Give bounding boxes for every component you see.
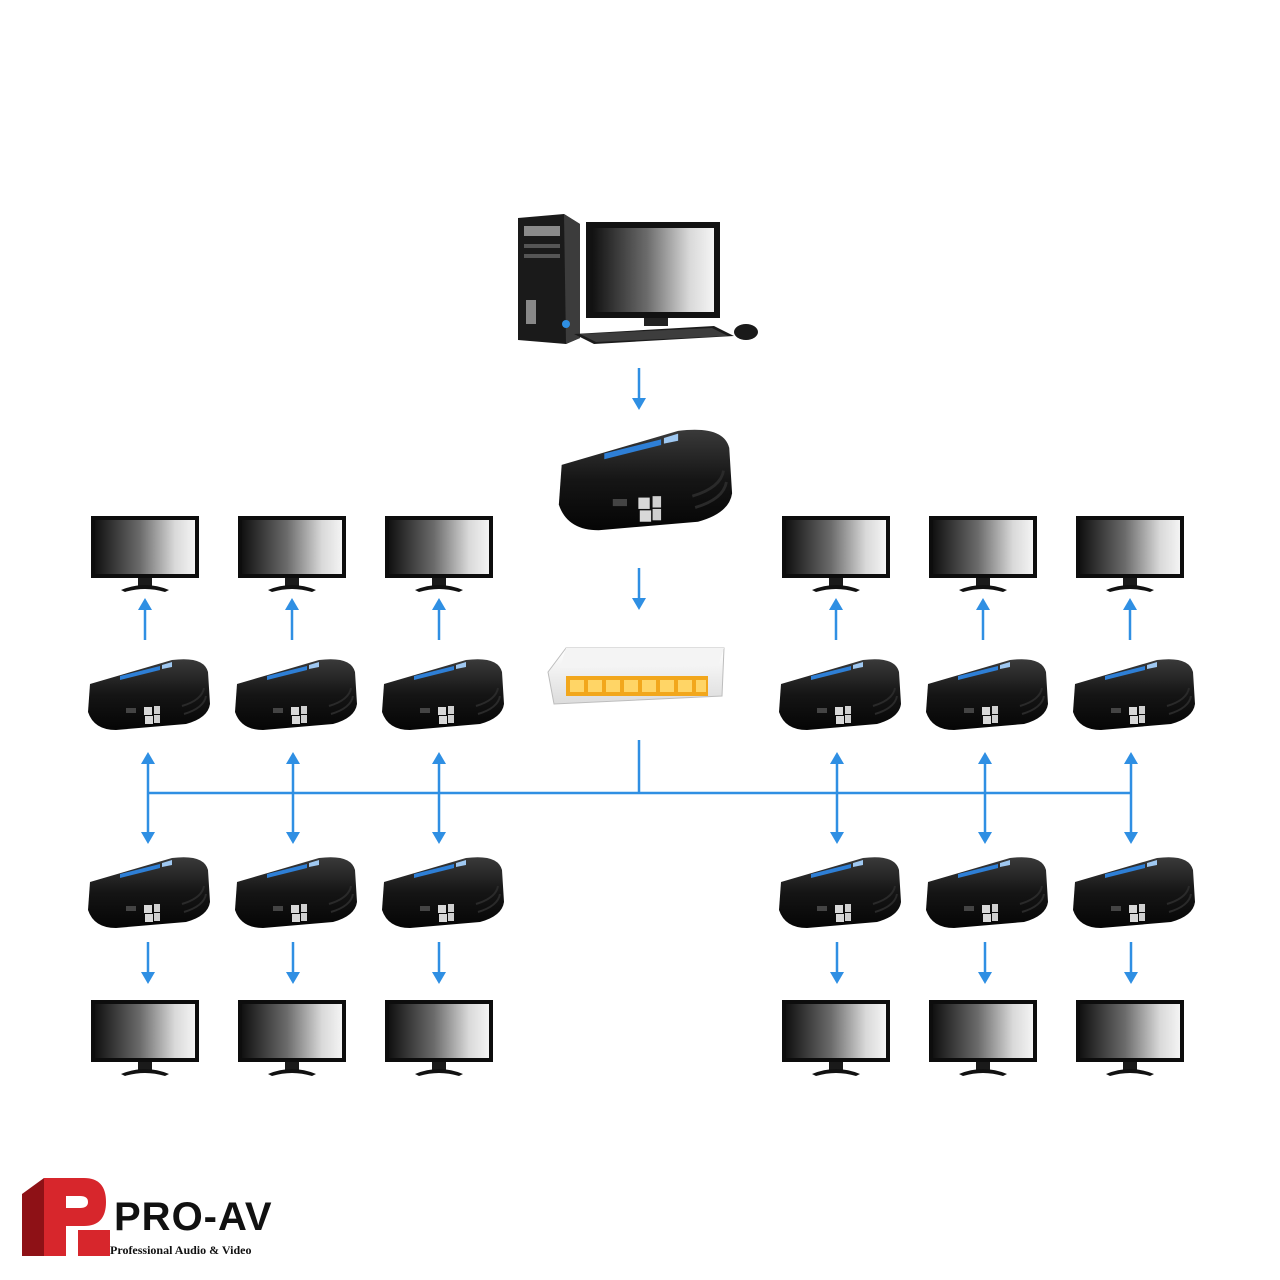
logo-mark-icon [22,1178,110,1256]
monitor-icon [782,1000,890,1076]
receiver-box-icon [87,658,211,731]
link-arrow-icon [430,750,448,846]
link-arrow-icon [430,940,448,986]
monitor-icon [1076,516,1184,592]
link-arrow-icon [828,940,846,986]
link-arrow-icon [828,750,846,846]
link-arrow-icon [1122,750,1140,846]
receiver-box-icon [381,856,505,929]
monitor-icon [782,516,890,592]
link-arrow-icon [136,596,154,642]
link-arrow-icon [283,596,301,642]
link-arrow-icon [284,750,302,846]
link-arrow-icon [284,940,302,986]
link-arrow-icon [430,596,448,642]
network-switch-icon [547,647,725,705]
receiver-box-icon [381,658,505,731]
receiver-box-icon [925,856,1049,929]
receiver-box-icon [778,856,902,929]
receiver-box-icon [234,856,358,929]
receiver-box-icon [778,658,902,731]
brand-name: PRO-AV [114,1195,273,1239]
link-arrow-icon [976,940,994,986]
link-arrow-icon [827,596,845,642]
link-arrow-icon [139,750,157,846]
link-arrow-icon [630,566,648,612]
brand-tagline: Professional Audio & Video [110,1243,252,1257]
desktop-computer-icon [518,214,758,344]
backbone-link [148,740,1131,795]
monitor-icon [385,516,493,592]
link-arrow-icon [139,940,157,986]
monitor-icon [929,1000,1037,1076]
monitor-icon [91,516,199,592]
monitor-icon [929,516,1037,592]
receiver-box-icon [925,658,1049,731]
link-arrow-icon [1121,596,1139,642]
receiver-box-icon [1072,658,1196,731]
monitor-icon [385,1000,493,1076]
link-arrow-icon [976,750,994,846]
monitor-icon [238,1000,346,1076]
receiver-box-icon [234,658,358,731]
receiver-box-icon [87,856,211,929]
monitor-icon [238,516,346,592]
monitor-icon [1076,1000,1184,1076]
link-arrow-icon [630,366,648,412]
link-arrow-icon [974,596,992,642]
transmitter-box-icon [557,428,734,532]
pro-av-logo [22,1178,110,1256]
link-arrow-icon [1122,940,1140,986]
monitor-icon [91,1000,199,1076]
receiver-box-icon [1072,856,1196,929]
